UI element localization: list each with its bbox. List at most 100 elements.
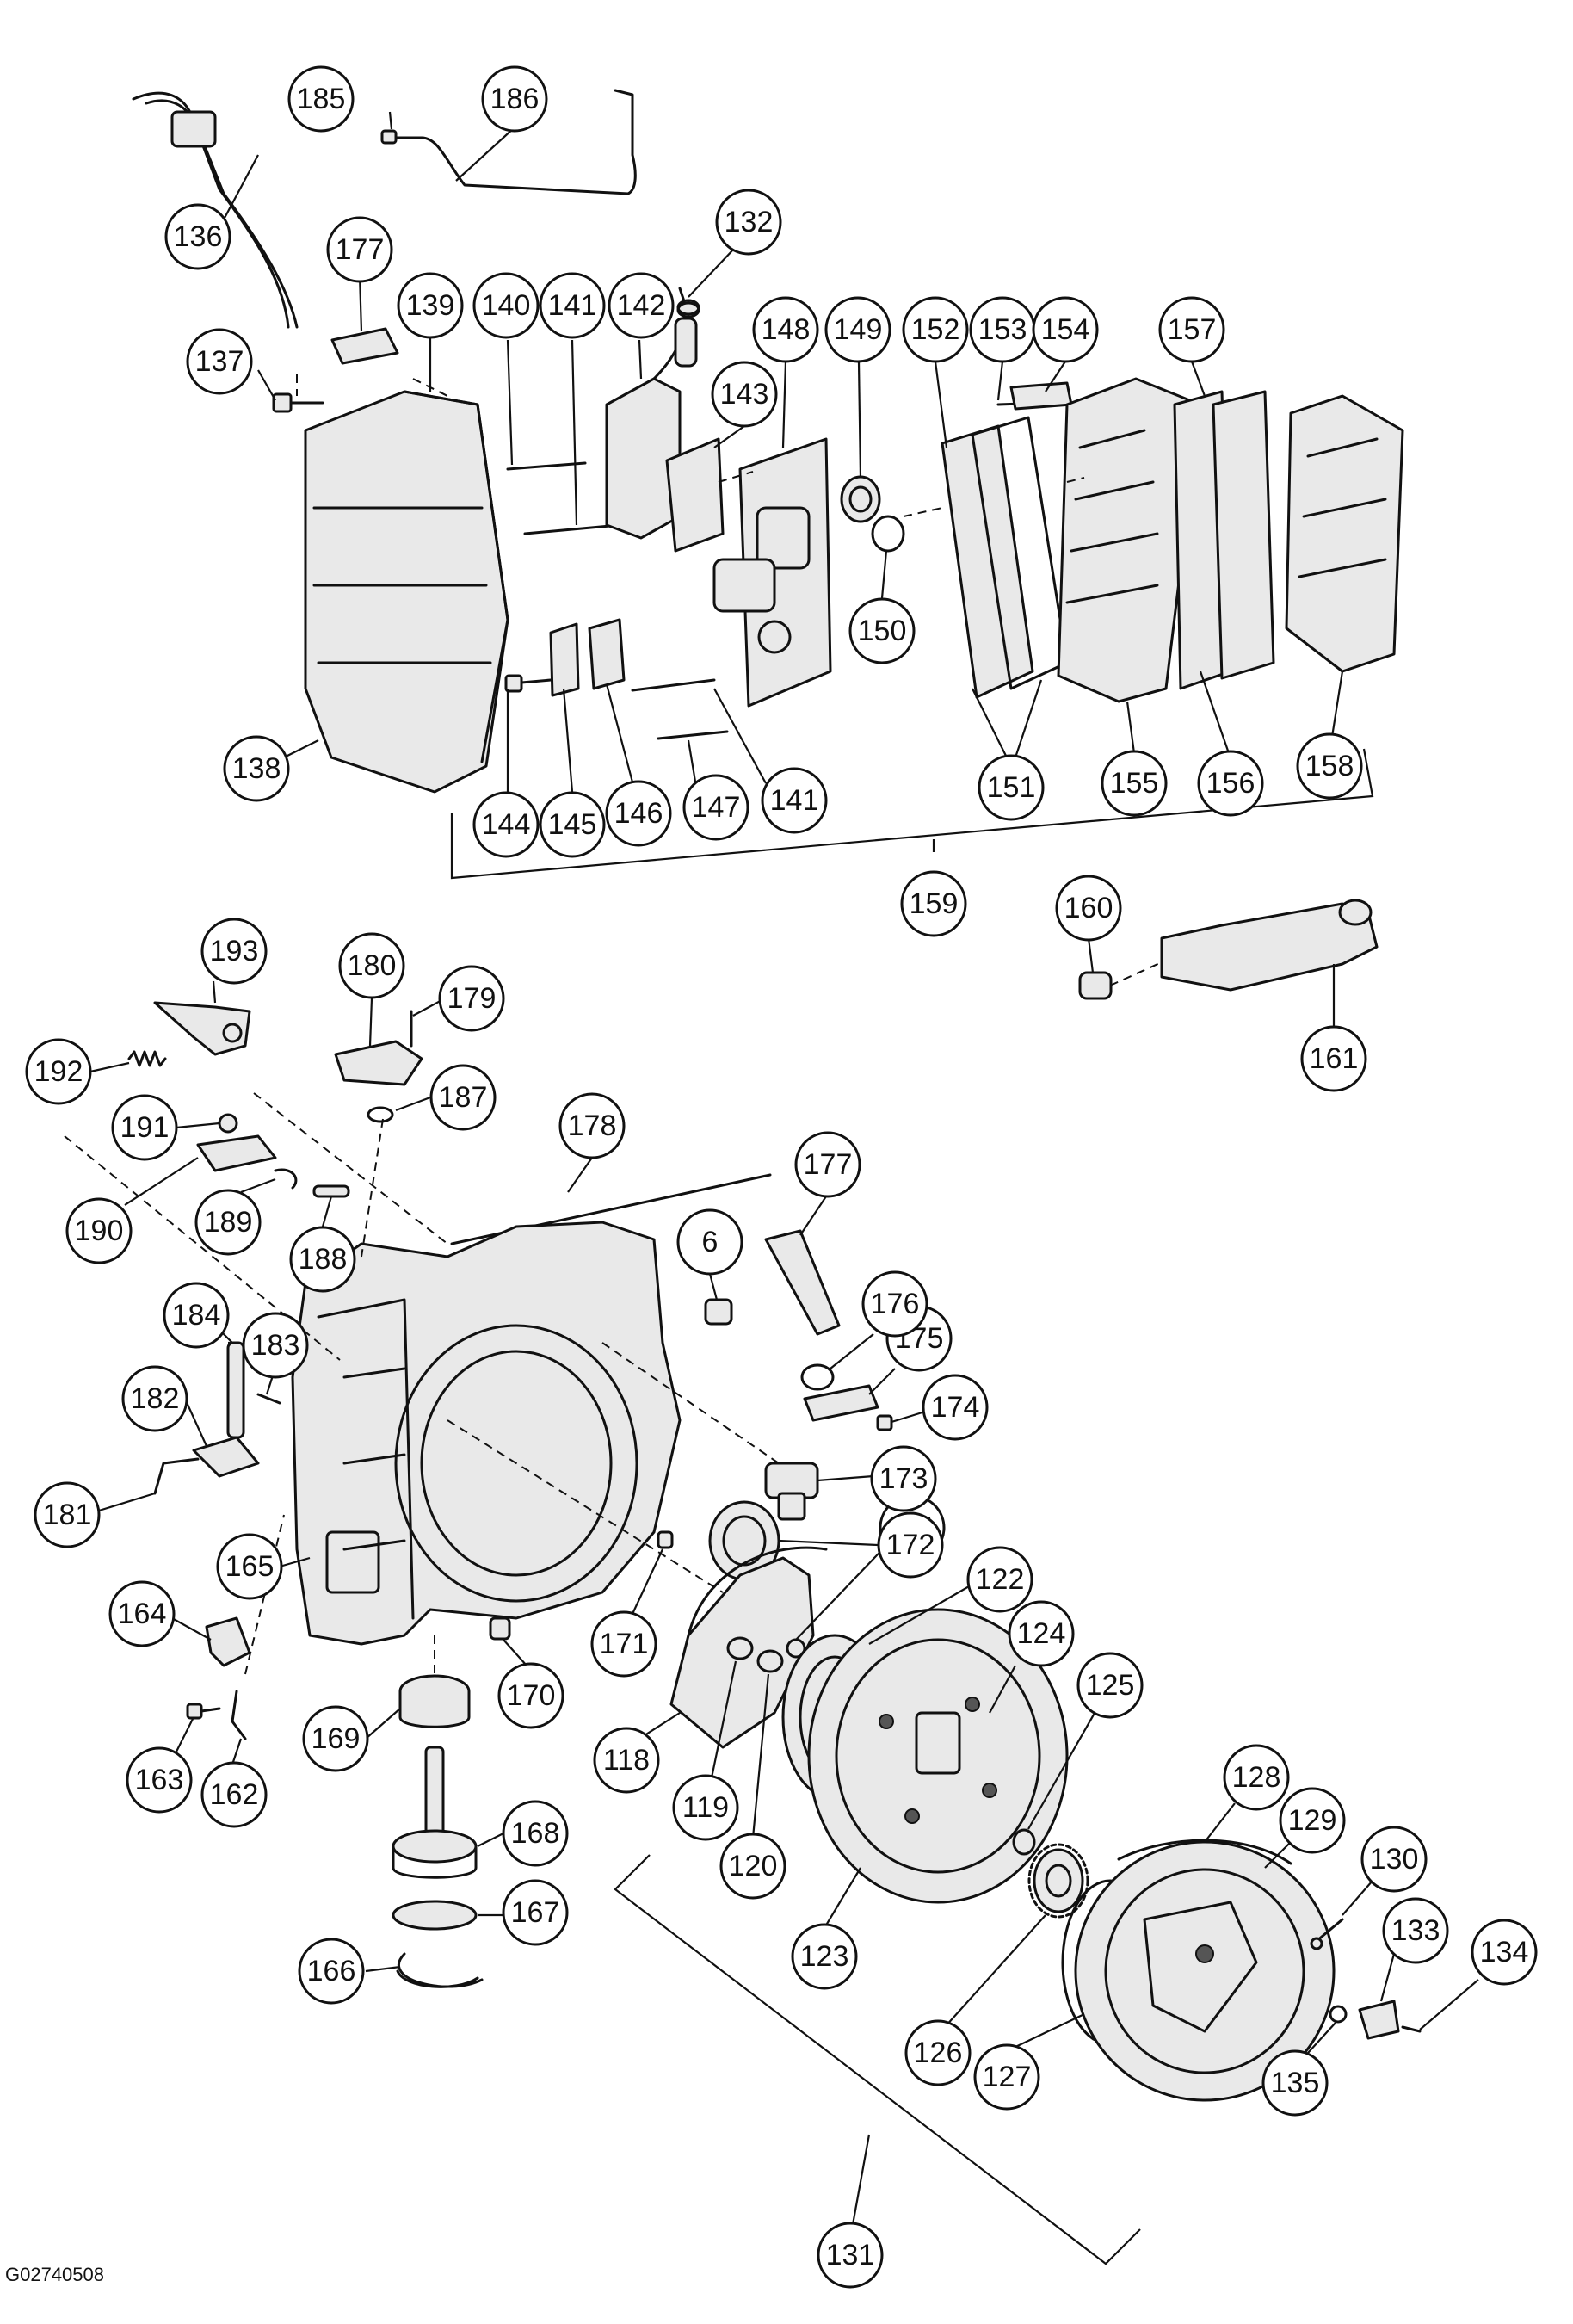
callout-146: 146 bbox=[605, 780, 672, 847]
callout-188-label: 188 bbox=[299, 1243, 348, 1276]
callout-169: 169 bbox=[302, 1705, 369, 1772]
part-186-vent-tube bbox=[380, 89, 637, 195]
part-142-solenoid-body bbox=[605, 287, 700, 540]
callout-123: 123 bbox=[791, 1923, 858, 1990]
callout-171-label: 171 bbox=[600, 1628, 649, 1660]
part-128-ring bbox=[1117, 1839, 1292, 1865]
callout-190-label: 190 bbox=[75, 1215, 124, 1247]
callout-154: 154 bbox=[1032, 296, 1099, 363]
callout-138-label: 138 bbox=[232, 752, 281, 785]
callout-189: 189 bbox=[194, 1189, 262, 1256]
callout-186-label: 186 bbox=[490, 83, 540, 115]
callout-132-label: 132 bbox=[725, 206, 774, 238]
part-144-bolt bbox=[504, 674, 552, 693]
part-133-sensor bbox=[1358, 2000, 1400, 2040]
part-168-piston bbox=[392, 1746, 478, 1879]
callout-152-label: 152 bbox=[911, 313, 960, 346]
part-176-seal bbox=[800, 1363, 835, 1391]
callout-181-label: 181 bbox=[43, 1499, 92, 1531]
part-187-washer bbox=[367, 1106, 394, 1123]
part-162-clip bbox=[231, 1690, 247, 1740]
callout-161-label: 161 bbox=[1310, 1042, 1359, 1075]
callout-172-label: 172 bbox=[886, 1529, 935, 1561]
callout-153: 153 bbox=[969, 296, 1036, 363]
callout-177-lower-label: 177 bbox=[804, 1148, 853, 1181]
callout-150-label: 150 bbox=[858, 615, 907, 647]
figure-code: G02740508 bbox=[5, 2264, 104, 2285]
callout-181: 181 bbox=[34, 1481, 101, 1548]
callout-188: 188 bbox=[289, 1226, 356, 1293]
callout-170: 170 bbox=[497, 1662, 564, 1729]
callout-165-label: 165 bbox=[225, 1550, 275, 1583]
part-170-plug bbox=[489, 1616, 511, 1641]
callout-139-label: 139 bbox=[406, 289, 455, 322]
callout-150: 150 bbox=[848, 597, 916, 664]
callout-166: 166 bbox=[298, 1938, 365, 2005]
callout-163: 163 bbox=[126, 1746, 193, 1814]
callout-135: 135 bbox=[1261, 2049, 1329, 2117]
callout-156: 156 bbox=[1197, 750, 1264, 817]
callout-185-label: 185 bbox=[297, 83, 346, 115]
callout-173: 173 bbox=[870, 1445, 937, 1512]
callout-122: 122 bbox=[966, 1546, 1033, 1613]
part-177-sheet-lower bbox=[764, 1229, 841, 1336]
callout-135-label: 135 bbox=[1271, 2067, 1320, 2099]
callout-157-label: 157 bbox=[1168, 313, 1217, 346]
callout-193-label: 193 bbox=[210, 935, 259, 967]
part-147-bolt bbox=[657, 730, 729, 740]
callout-124: 124 bbox=[1008, 1600, 1075, 1667]
part-157-gasket bbox=[1212, 390, 1275, 680]
callout-159-label: 159 bbox=[910, 887, 959, 920]
callout-138: 138 bbox=[223, 735, 290, 802]
callout-166-label: 166 bbox=[307, 1955, 356, 1987]
callout-128: 128 bbox=[1223, 1744, 1290, 1811]
callout-120: 120 bbox=[719, 1833, 786, 1900]
callout-162: 162 bbox=[200, 1761, 268, 1828]
leader-lines bbox=[89, 111, 1479, 2230]
part-148-solenoid-pack bbox=[712, 437, 832, 708]
part-191-pin bbox=[218, 1113, 238, 1134]
callout-143-label: 143 bbox=[720, 378, 769, 411]
part-141-bolt-upper bbox=[523, 523, 621, 535]
callout-179: 179 bbox=[438, 965, 505, 1032]
callout-189-label: 189 bbox=[204, 1206, 253, 1239]
part-167-seal bbox=[392, 1900, 478, 1931]
callout-132: 132 bbox=[715, 189, 782, 256]
callout-193: 193 bbox=[200, 918, 268, 985]
callout-187-label: 187 bbox=[439, 1081, 488, 1114]
callout-178-label: 178 bbox=[568, 1109, 617, 1142]
callout-6: 6 bbox=[676, 1208, 743, 1276]
part-137-bolt bbox=[272, 392, 324, 413]
callout-136-label: 136 bbox=[174, 220, 223, 253]
callout-180-label: 180 bbox=[348, 949, 397, 982]
callout-129-label: 129 bbox=[1288, 1804, 1337, 1837]
callout-141-lower: 141 bbox=[761, 767, 828, 834]
callout-133: 133 bbox=[1382, 1897, 1449, 1964]
callout-137: 137 bbox=[186, 328, 253, 395]
part-181-link bbox=[153, 1457, 200, 1495]
callout-159: 159 bbox=[900, 870, 967, 937]
part-135-o-ring bbox=[1329, 2005, 1348, 2024]
callout-131: 131 bbox=[817, 2222, 884, 2289]
part-189-clip bbox=[274, 1168, 298, 1190]
callout-177-top: 177 bbox=[326, 216, 393, 283]
callout-146-label: 146 bbox=[614, 797, 663, 830]
callout-172: 172 bbox=[877, 1511, 944, 1579]
callout-170-label: 170 bbox=[507, 1679, 556, 1712]
callout-145-label: 145 bbox=[548, 808, 597, 841]
part-132-o-ring bbox=[676, 299, 700, 316]
part-120-o-ring bbox=[756, 1649, 784, 1673]
callout-179-label: 179 bbox=[447, 982, 497, 1015]
part-164-plug bbox=[205, 1616, 251, 1667]
part-173-sensor bbox=[764, 1462, 819, 1521]
part-182-detent bbox=[192, 1436, 260, 1478]
callout-158: 158 bbox=[1296, 732, 1363, 800]
callout-128-label: 128 bbox=[1232, 1761, 1281, 1794]
callout-184-label: 184 bbox=[172, 1299, 221, 1332]
callout-191-label: 191 bbox=[120, 1111, 170, 1144]
part-166-snap-ring bbox=[396, 1952, 484, 1988]
part-150-o-ring bbox=[871, 515, 905, 553]
part-134-bolt bbox=[1401, 2025, 1422, 2033]
part-140-bolt bbox=[506, 461, 587, 471]
